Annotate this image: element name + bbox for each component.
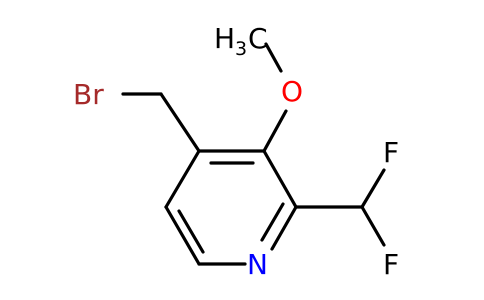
methoxy-oxygen-label: O <box>281 75 303 108</box>
methyl-c-label: C <box>248 22 268 55</box>
bond-c5-c4 <box>164 149 201 209</box>
bond-c6-c5 <box>164 205 201 266</box>
difluoromethyl-top-fluorine: F <box>383 136 399 169</box>
bond-c3-c2 <box>262 149 298 209</box>
bond-c3-o <box>262 109 288 153</box>
atom-labels: Br O H 3 C N F F <box>73 22 399 281</box>
bond-lines <box>121 42 386 266</box>
bromine-label: Br <box>73 78 104 111</box>
bond-chf2-f-bottom <box>360 205 386 247</box>
difluoromethyl-bottom-fluorine: F <box>383 248 399 281</box>
aromatic-inner-c2-n <box>260 202 285 242</box>
bond-ch2-c4 <box>159 92 201 153</box>
pyridine-nitrogen-label: N <box>247 248 268 281</box>
bond-o-ch3 <box>264 42 283 73</box>
bond-c2-n <box>270 205 298 251</box>
bond-chf2-f-top <box>360 168 386 209</box>
methyl-subscript: 3 <box>235 38 247 60</box>
methyl-h-label: H <box>214 22 235 55</box>
aromatic-inner-c6-c5 <box>177 209 205 254</box>
